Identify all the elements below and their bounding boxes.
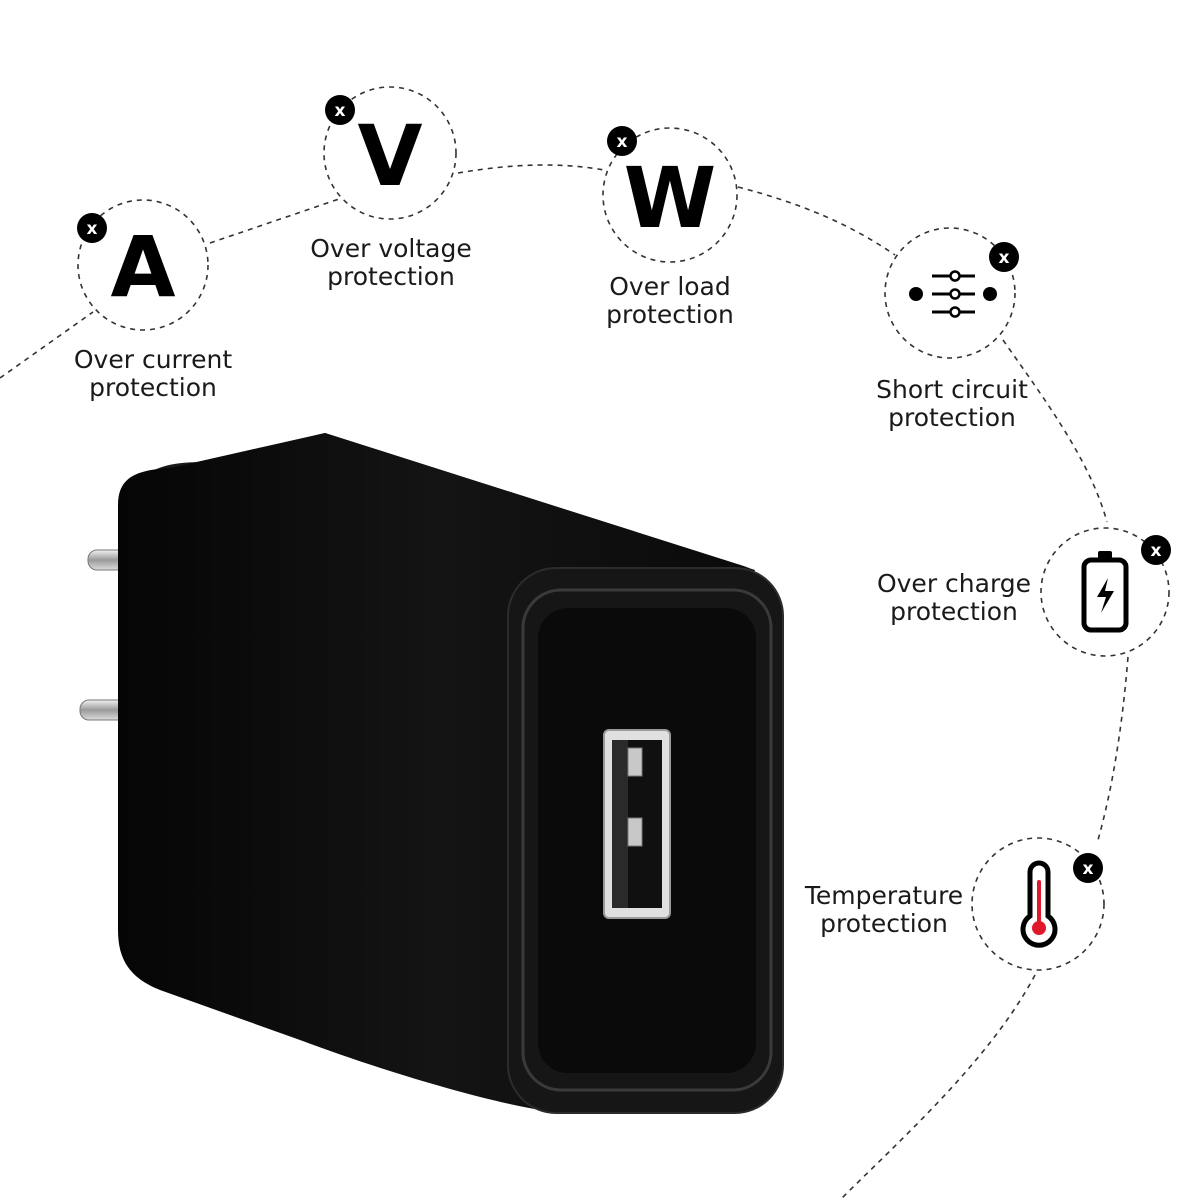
feature-over-current: A x — [77, 199, 209, 331]
x-badge-text: x — [1151, 541, 1162, 561]
x-badge-icon — [989, 242, 1019, 272]
x-badge-text: x — [617, 132, 628, 152]
x-badge-icon — [77, 213, 107, 243]
letter-a-icon: A — [110, 218, 175, 316]
label-line-2: protection — [888, 403, 1016, 432]
label-line-2: protection — [606, 300, 734, 329]
feature-over-voltage: V x — [323, 86, 457, 220]
x-badge-icon — [1141, 535, 1171, 565]
x-badge-icon — [325, 95, 355, 125]
x-badge-text: x — [999, 248, 1010, 268]
x-badge-icon — [1073, 853, 1103, 883]
letter-v-icon: V — [357, 107, 422, 205]
charger-front-bezel — [521, 588, 773, 1092]
feature-over-load: W x — [602, 126, 738, 263]
label-short-circuit: Short circuit protection — [876, 376, 1028, 432]
thermometer-icon — [1020, 860, 1058, 948]
x-badge-text: x — [335, 101, 346, 121]
label-line-1: Short circuit — [876, 375, 1028, 404]
label-over-current: Over current protection — [74, 346, 232, 402]
feature-over-charge: x — [1040, 527, 1171, 657]
feature-short-circuit: x — [884, 227, 1019, 359]
label-line-2: protection — [89, 373, 217, 402]
x-badge-text: x — [87, 219, 98, 239]
letter-w-icon: W — [624, 149, 717, 247]
label-line-1: Temperature — [804, 881, 964, 910]
label-line-2: protection — [327, 262, 455, 291]
usb-port — [603, 729, 671, 919]
battery-charging-icon — [1081, 551, 1129, 633]
x-badge-text: x — [1083, 859, 1094, 879]
label-line-1: Over charge — [876, 569, 1032, 598]
label-line-1: Over load — [609, 272, 731, 301]
label-over-voltage: Over voltage protection — [310, 235, 472, 291]
feature-temperature: x — [971, 837, 1105, 971]
label-line-2: protection — [820, 909, 948, 938]
label-line-1: Over current — [73, 345, 233, 374]
label-temperature: Temperature protection — [805, 882, 963, 938]
x-badge-icon — [607, 126, 637, 156]
label-line-2: protection — [890, 597, 1018, 626]
label-over-load: Over load protection — [606, 273, 734, 329]
label-over-charge: Over charge protection — [877, 570, 1031, 626]
circuit-switch-icon — [909, 270, 997, 318]
usb-wall-charger — [79, 433, 784, 1114]
label-line-1: Over voltage — [310, 234, 472, 263]
